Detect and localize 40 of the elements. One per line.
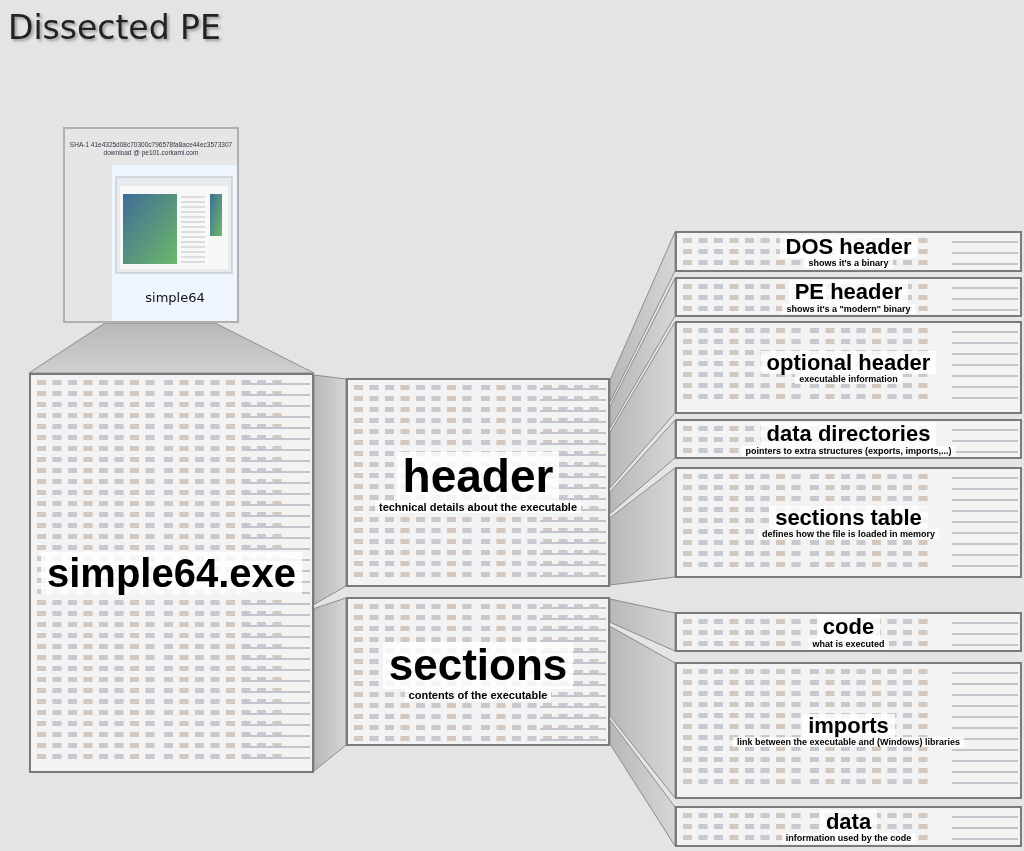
projection-connector [28, 322, 315, 374]
hex-panel [675, 806, 1022, 847]
section-description: executable information [795, 374, 902, 385]
hex-panel [675, 612, 1022, 652]
projection-connector [609, 598, 676, 652]
hex-panel [675, 321, 1022, 414]
hex-panel [675, 662, 1022, 799]
section-title: optional header [760, 350, 937, 375]
section-description: shows it's a "modern" binary [782, 303, 915, 314]
projection-connector [609, 231, 676, 403]
projection-connector [313, 597, 347, 772]
projection-connector [609, 625, 676, 799]
section-description: pointers to extra structures (exports, imports,...) [741, 445, 956, 456]
projection-connector [609, 467, 676, 586]
hex-panel [675, 277, 1022, 317]
section-title: sections [382, 642, 574, 689]
section-title: DOS header [779, 234, 918, 259]
section-title: header [396, 452, 560, 501]
projection-connector [609, 277, 676, 429]
section-description: link between the executable and (Windows) libraries [733, 737, 964, 748]
section-description: defines how the file is loaded in memory [757, 529, 939, 540]
section-title: data [819, 809, 878, 834]
title: Dissected PE [8, 8, 221, 47]
projection-connector [609, 321, 676, 489]
section-description: what is executed [808, 638, 889, 649]
section-description: information used by the code [781, 833, 916, 844]
file-name: simple64 [144, 290, 206, 305]
section-title: PE header [788, 280, 909, 304]
hex-panel [675, 231, 1022, 272]
section-title: imports [802, 713, 895, 738]
section-title: code [816, 615, 881, 639]
section-title: sections table [769, 505, 928, 530]
section-title: simple64.exe [40, 552, 303, 594]
file-card [63, 127, 239, 323]
projection-connector [609, 719, 676, 847]
hex-panel [675, 467, 1022, 578]
projection-connector [313, 374, 347, 605]
section-title: data directories [760, 422, 937, 446]
hex-panel [675, 419, 1022, 459]
section-description: shows it's a binary [804, 258, 893, 269]
